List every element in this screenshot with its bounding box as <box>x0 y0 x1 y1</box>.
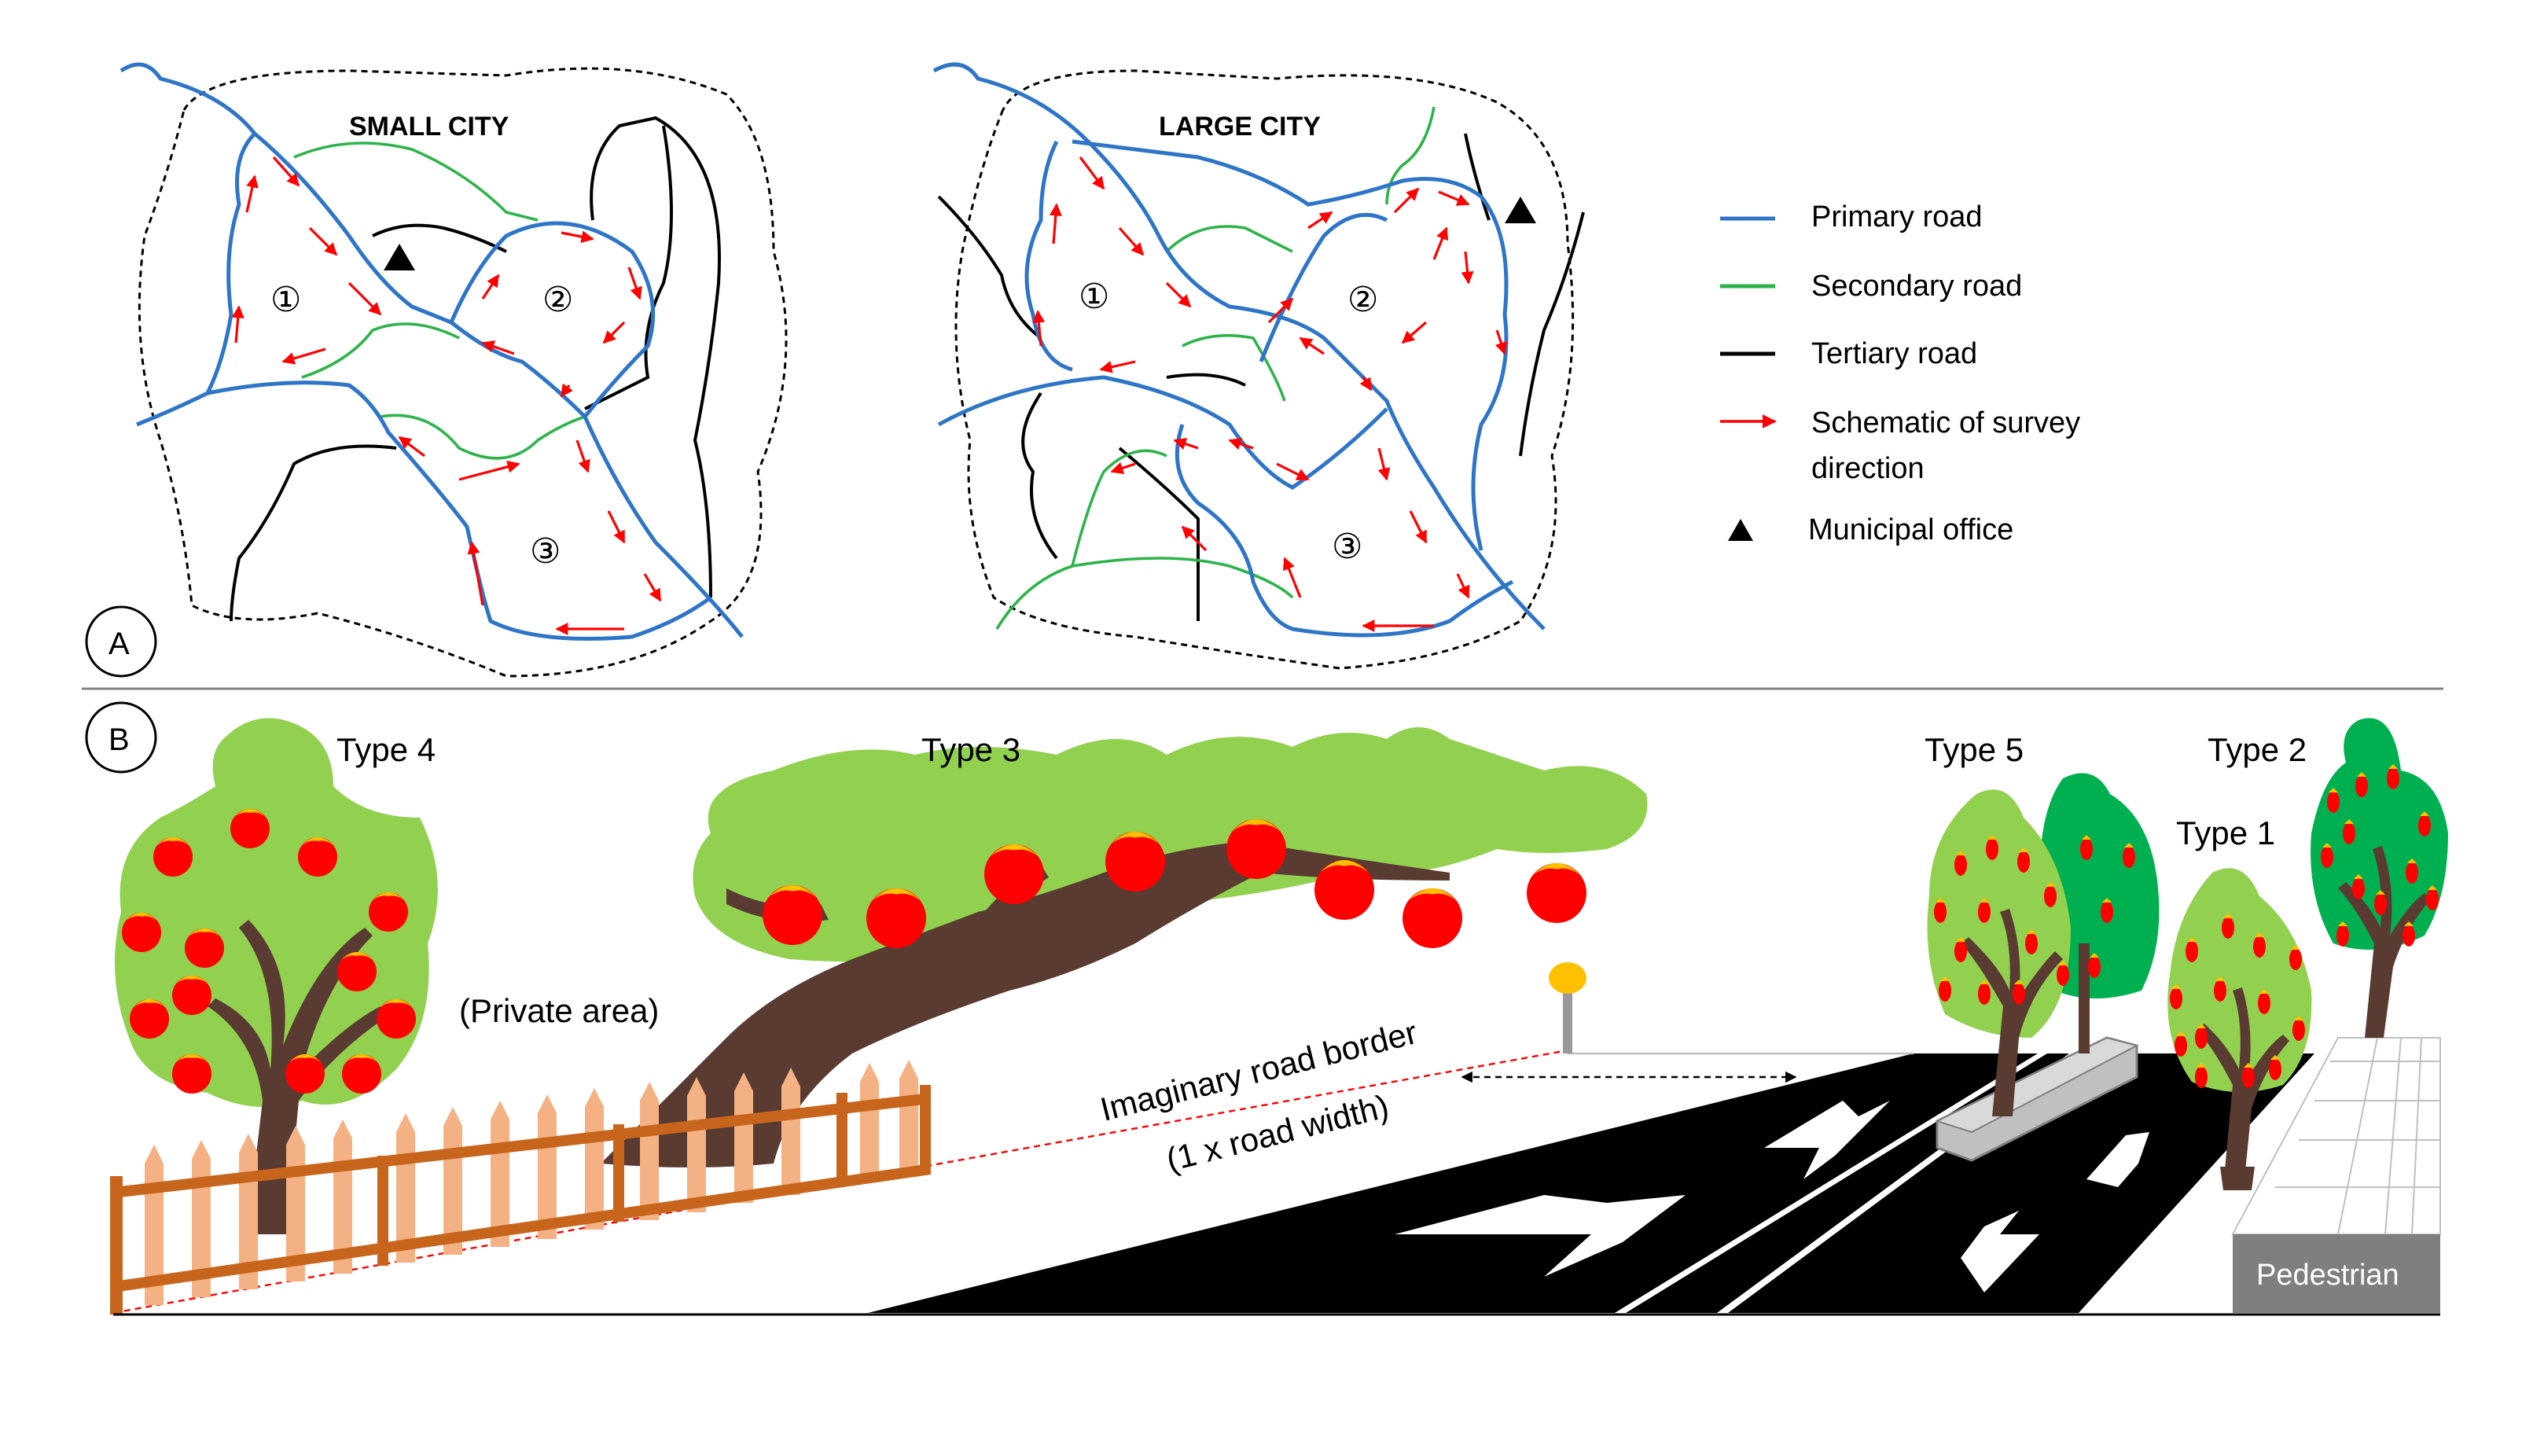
tree-type-4 <box>115 718 438 1234</box>
legend-tertiary: Tertiary road <box>1811 337 1977 370</box>
street-lamp <box>1549 962 1586 1053</box>
survey-arrows <box>1032 156 1508 632</box>
small-city-map: SMALL CITY ① ② ③ <box>119 62 788 678</box>
type-5-label: Type 5 <box>1925 731 2024 768</box>
type-2-label: Type 2 <box>2208 731 2307 768</box>
legend-primary: Primary road <box>1811 200 1983 233</box>
municipal-office-icon <box>384 244 415 270</box>
type-4-label: Type 4 <box>336 731 436 768</box>
tree-type-5 <box>1927 773 2160 1116</box>
panel-b-badge <box>85 701 157 774</box>
pedestrian-walkway <box>2231 1037 2441 1235</box>
primary-roads <box>932 62 1546 638</box>
panel-b: B Pedestrian <box>85 701 2448 1316</box>
fence <box>110 1060 931 1314</box>
zone-3-label: ③ <box>530 532 561 571</box>
zone-1-label: ① <box>1079 278 1109 316</box>
type-3-label: Type 3 <box>921 731 1020 768</box>
lane-arrow-icon <box>2086 1132 2149 1187</box>
panel-a: SMALL CITY ① ② ③ <box>85 62 2080 678</box>
zone-2-label: ② <box>542 281 573 319</box>
panel-b-label: B <box>108 722 130 757</box>
large-city-map: LARGE CITY ① ② ③ <box>932 62 1585 670</box>
median-planter-top <box>1935 1036 2139 1134</box>
legend: Primary road Secondary road Tertiary roa… <box>1720 200 2080 546</box>
secondary-roads <box>995 106 1436 630</box>
type-1-label: Type 1 <box>2176 814 2275 851</box>
legend-office: Municipal office <box>1808 513 2013 546</box>
primary-roads <box>119 62 744 641</box>
tertiary-roads <box>937 133 1585 621</box>
municipal-office-icon <box>1505 197 1536 223</box>
city-boundary <box>954 69 1575 670</box>
tertiary-roads <box>230 116 721 622</box>
large-city-zones: ① ② ③ <box>1079 278 1378 566</box>
lane-arrow-icon <box>1764 1101 1890 1179</box>
small-city-zones: ① ② ③ <box>270 281 573 571</box>
small-city-title: SMALL CITY <box>349 112 509 142</box>
tree-type-3 <box>601 727 1648 1167</box>
private-area-label: (Private area) <box>459 992 659 1029</box>
panel-a-label: A <box>108 627 130 661</box>
zone-2-label: ② <box>1347 281 1378 319</box>
zone-1-label: ① <box>270 281 301 319</box>
legend-survey-line1: Schematic of survey <box>1811 406 2080 439</box>
panel-a-badge <box>85 605 157 678</box>
large-city-title: LARGE CITY <box>1159 112 1321 142</box>
pedestrian-box <box>2233 1234 2440 1313</box>
type-labels: Type 4 Type 3 Type 5 Type 2 Type 1 <box>336 731 2307 851</box>
legend-survey-line2: direction <box>1811 452 1925 485</box>
lane-arrow-icon <box>1961 1211 2039 1292</box>
zone-3-label: ③ <box>1332 528 1362 566</box>
road <box>868 1036 2314 1313</box>
municipal-office-swatch-icon <box>1728 519 1753 541</box>
tree-type-2 <box>2311 718 2448 1038</box>
pedestrian-label: Pedestrian <box>2256 1259 2399 1292</box>
tree-type-1 <box>2167 868 2312 1190</box>
city-boundary <box>138 67 788 678</box>
secondary-roads <box>293 142 586 460</box>
lane-arrow-icon <box>1395 1195 1686 1277</box>
legend-secondary: Secondary road <box>1811 270 2022 303</box>
median-line-left <box>1615 1053 2047 1313</box>
survey-arrows <box>231 156 662 635</box>
